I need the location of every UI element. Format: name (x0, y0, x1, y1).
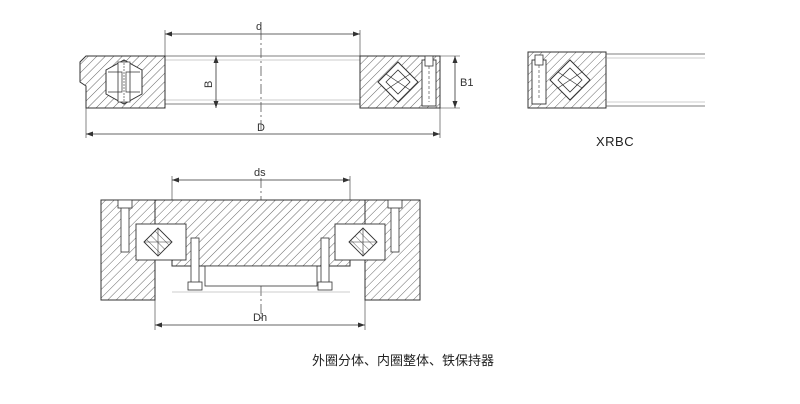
inner-bolts (187, 237, 333, 291)
right-roller-cage (334, 223, 386, 261)
dimension-B1: B1 (440, 55, 473, 109)
dimension-Dh: Dh (154, 300, 366, 330)
dim-d-label: d (256, 21, 262, 33)
dim-B1-label: B1 (460, 77, 473, 89)
bottom-section: ds Dh (100, 167, 421, 330)
type-label: XRBC (596, 134, 635, 149)
top-section: d B B1 D (79, 21, 473, 138)
left-roller-cage (135, 223, 187, 261)
caption: 外圈分体、内圈整体、铁保持器 (312, 354, 495, 369)
dimension-D: D (85, 108, 441, 138)
outer-bolts (117, 199, 403, 253)
right-ring-section (359, 55, 441, 109)
dimension-ds: ds (171, 167, 351, 200)
dimension-d: d (164, 21, 361, 56)
dim-ds-label: ds (254, 167, 266, 179)
dimension-B: B (203, 56, 219, 108)
xrbc-detail (527, 51, 705, 109)
dim-Dh-label: Dh (253, 312, 267, 324)
left-ring-section (79, 55, 166, 109)
dim-B-label: B (203, 81, 215, 88)
dim-D-label: D (257, 122, 265, 134)
